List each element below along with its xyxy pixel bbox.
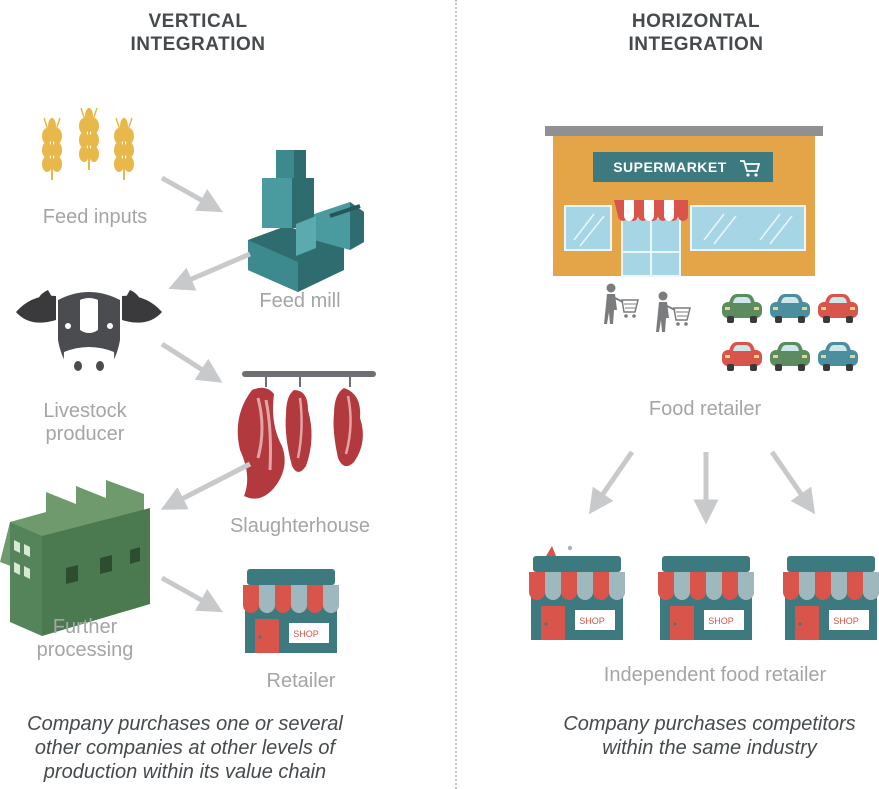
retailer-label: Retailer [266, 670, 336, 692]
independent-food-retailer-label: Independent food retailer [603, 664, 827, 686]
further-processing-label: Further processing [36, 616, 134, 661]
wheat-icon [41, 107, 135, 181]
feed-mill-label: Feed mill [259, 290, 341, 312]
food-retailer-label: Food retailer [648, 398, 762, 420]
shop-sign: SHOP [833, 616, 859, 626]
arrow-icon [588, 450, 816, 525]
horizontal-integration-title: HORIZONTAL INTEGRATION [628, 11, 764, 55]
vertical-caption: Company purchases one or several other c… [27, 713, 343, 783]
car-icon [722, 294, 858, 371]
supermarket-icon: SUPERMARKET [545, 126, 823, 277]
horizontal-caption: Company purchases competitors within the… [563, 713, 856, 759]
vertical-integration-title: VERTICAL INTEGRATION [130, 11, 266, 55]
shop-sign: SHOP [293, 629, 319, 639]
shop-icon: SHOP [243, 569, 339, 653]
shop-icon: SHOP [783, 556, 879, 640]
shop-icon: SHOP [529, 545, 625, 640]
factory-icon [0, 480, 150, 636]
shop-icon: SHOP [658, 556, 754, 640]
arrow-icon [160, 175, 252, 613]
shopper-icon [603, 282, 691, 333]
cow-icon [16, 290, 162, 382]
center-divider [455, 0, 457, 789]
feed-inputs-label: Feed inputs [42, 206, 148, 228]
slaughterhouse-label: Slaughterhouse [229, 515, 371, 537]
feed-mill-icon [248, 150, 364, 292]
supermarket-sign: SUPERMARKET [613, 159, 727, 175]
shop-sign: SHOP [708, 616, 734, 626]
meat-carcass-icon [237, 371, 376, 499]
shop-sign: SHOP [579, 616, 605, 626]
livestock-producer-label: Livestock producer [43, 400, 127, 445]
